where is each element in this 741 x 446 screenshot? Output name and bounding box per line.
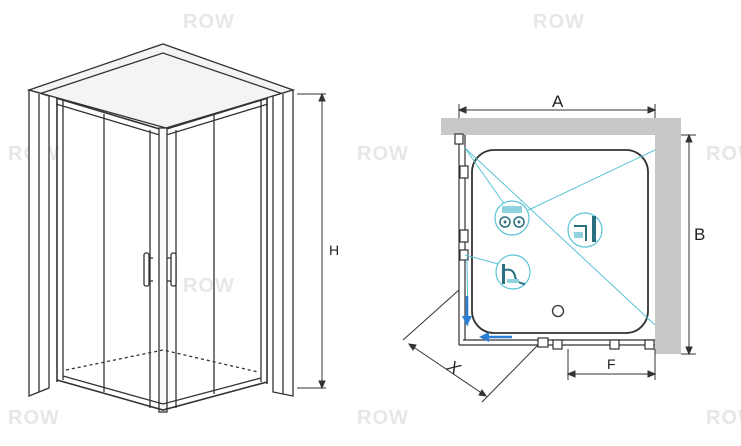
ceiling-plane: [26, 43, 296, 129]
dimension-b: [681, 133, 696, 356]
back-wall: [441, 118, 681, 135]
dimension-x: [402, 289, 539, 403]
left-door-handle: [143, 252, 150, 287]
watermark-text: ROW: [183, 275, 235, 297]
shower-perspective-view: [26, 43, 296, 413]
dim-a-label: A: [552, 92, 564, 111]
top-bracket: [454, 133, 464, 145]
arrow-up: [318, 92, 326, 102]
enclosure-rails: [454, 133, 655, 350]
slide-left-arrow-icon: [479, 332, 489, 342]
sliding-direction-arrows: [462, 296, 512, 342]
seal-profile-icon: [495, 254, 531, 290]
dimension-f: [566, 349, 657, 380]
drain-icon: [551, 304, 565, 318]
floor-bracket: [644, 339, 655, 350]
dimension-extension-line: [481, 344, 539, 403]
arrow-left: [457, 106, 467, 114]
arrow-down: [318, 380, 326, 390]
watermark-text: ROW: [533, 11, 585, 33]
dim-f-label: F: [607, 356, 616, 372]
floor-bracket: [537, 337, 549, 348]
arrow-left: [566, 370, 576, 378]
arrow-start: [407, 343, 417, 351]
slide-down-arrow-icon: [462, 316, 472, 326]
dim-b-label: B: [694, 225, 705, 244]
watermark-text: ROW: [357, 143, 409, 165]
arrow-up: [685, 133, 693, 143]
arrow-down: [685, 346, 693, 356]
wall-bracket: [459, 165, 469, 179]
right-door-handle: [170, 252, 177, 287]
ceiling-inner-line: [38, 52, 284, 95]
arrow-right: [647, 106, 657, 114]
watermark-text: ROW: [8, 407, 60, 429]
floor-bracket: [609, 339, 620, 350]
floor-bracket: [552, 339, 563, 350]
callout-line: [464, 147, 656, 326]
arrow-right: [647, 370, 657, 378]
wall-profile-icon: [567, 212, 603, 248]
watermark-text: ROW: [706, 407, 741, 429]
dim-x-label: X: [443, 356, 464, 379]
watermark-text: ROW: [706, 143, 741, 165]
arrow-end: [478, 389, 488, 397]
floor-hidden-line: [65, 349, 259, 373]
bottom-rail: [56, 379, 268, 411]
bottom-rail-inner: [62, 375, 262, 405]
dimension-line: [408, 343, 487, 397]
watermark-text: ROW: [357, 407, 409, 429]
dimension-a: [457, 104, 657, 118]
side-wall: [655, 118, 681, 354]
roller-wheels-icon: [494, 200, 530, 236]
wall-bracket: [459, 229, 469, 243]
dimension-extension-line: [402, 289, 460, 341]
callout-line: [519, 149, 656, 215]
watermark-text: ROW: [183, 11, 235, 33]
height-dimension: [297, 92, 326, 390]
height-label: H: [329, 242, 339, 258]
wall-bracket: [459, 249, 469, 261]
corner-post: [158, 127, 168, 413]
walls: [441, 118, 681, 354]
